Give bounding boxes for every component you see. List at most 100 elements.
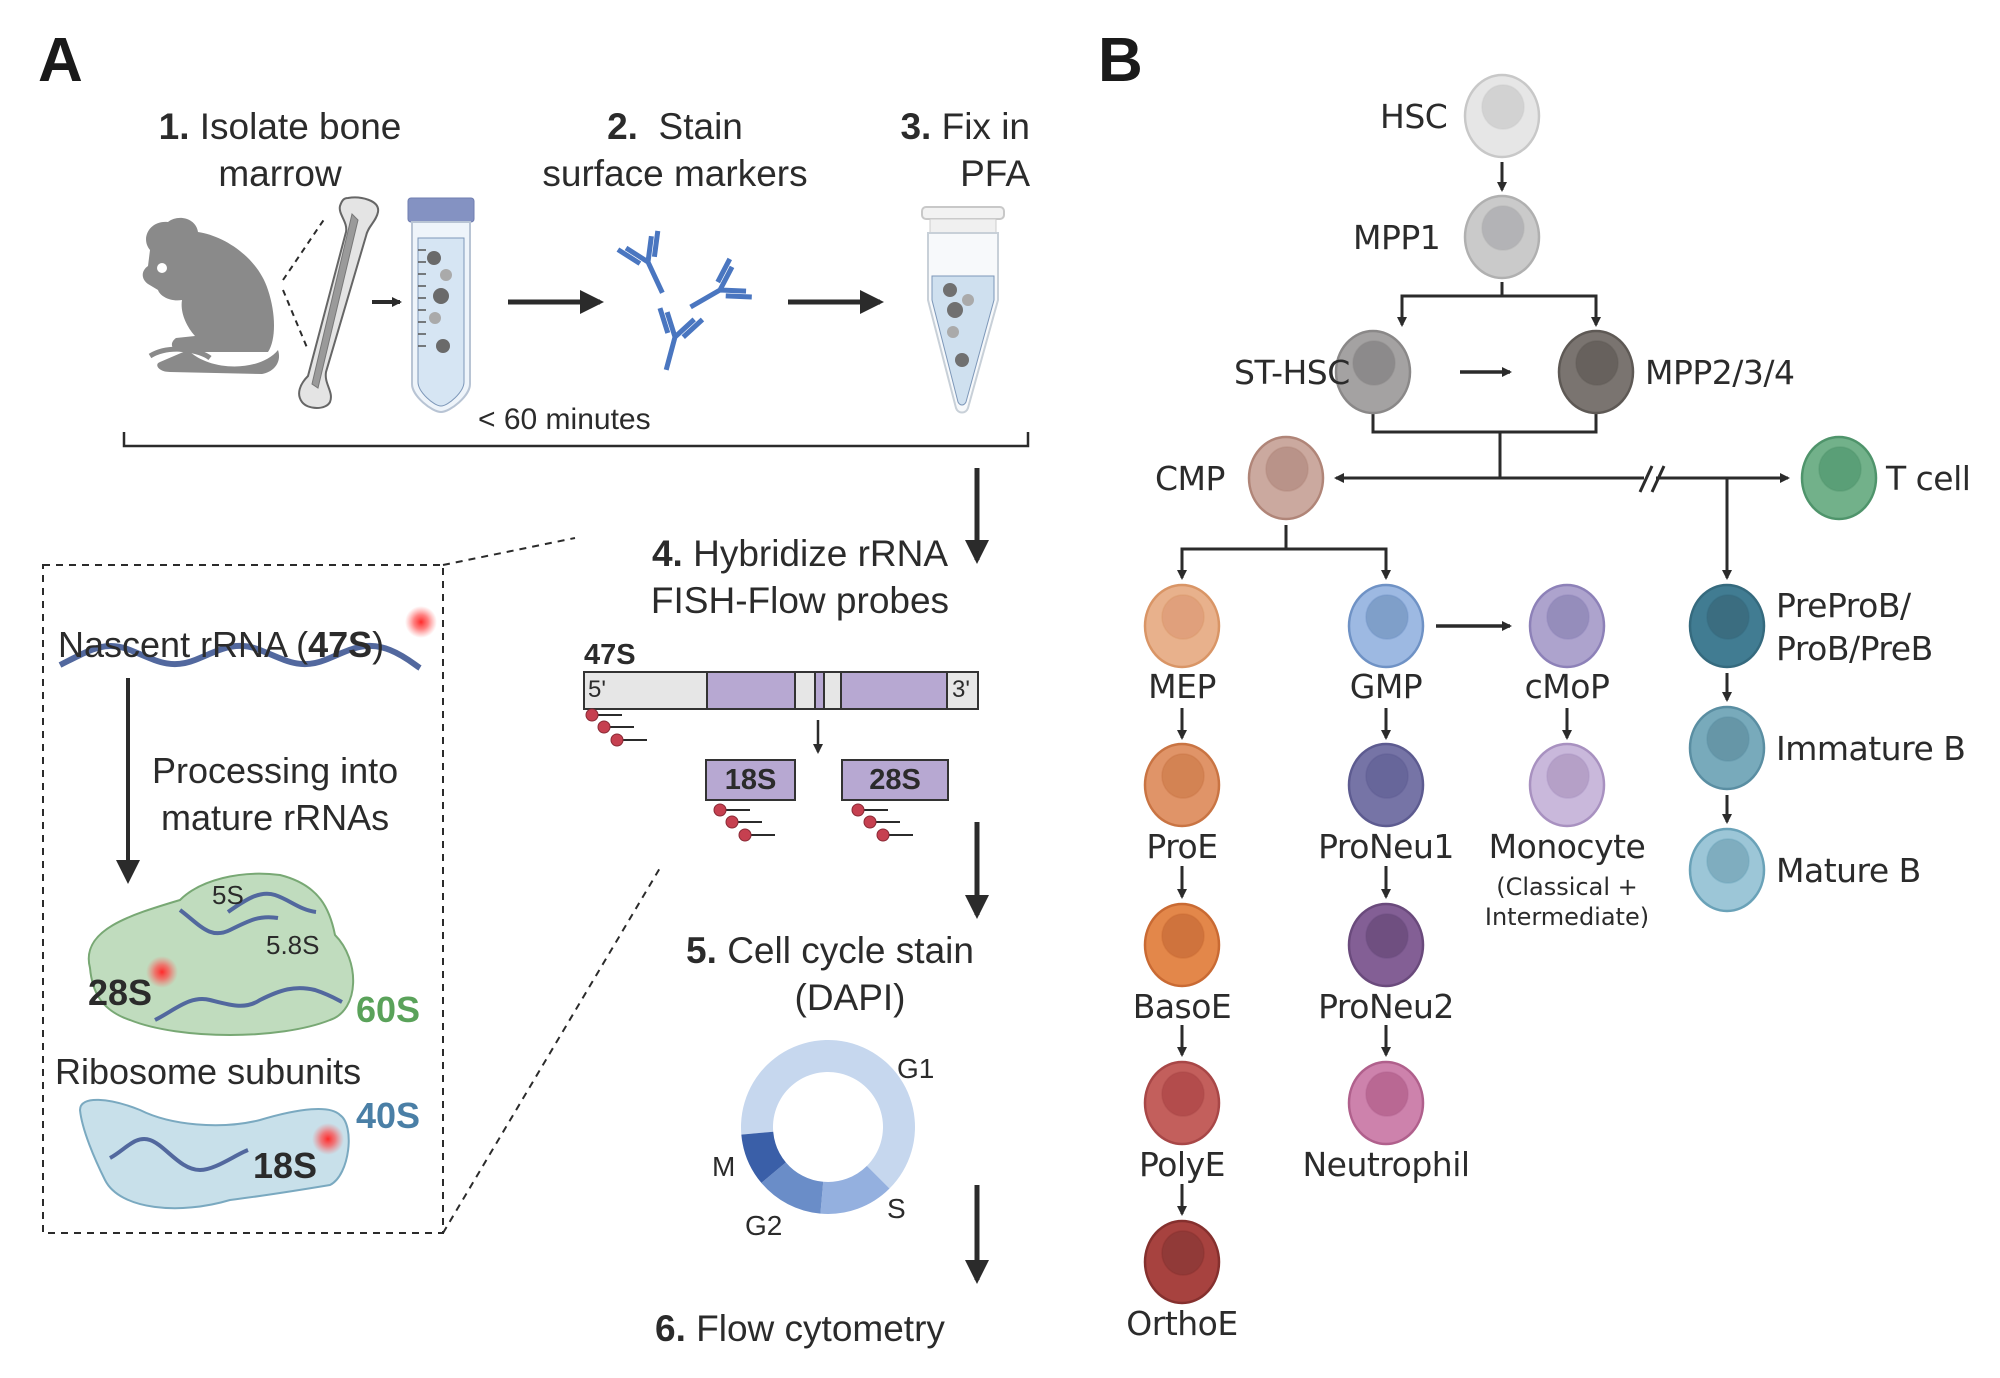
label-40s: 40S bbox=[356, 1095, 421, 1136]
cell-cycle-segment-s bbox=[820, 1165, 890, 1214]
cell-st-hsc bbox=[1334, 329, 1412, 415]
cell-nucleus bbox=[1365, 1071, 1409, 1117]
zoom-line bbox=[442, 537, 576, 566]
step-text: Cell cycle stain bbox=[727, 930, 974, 971]
cell-label-mature-b: Mature B bbox=[1776, 851, 1921, 890]
cell-t-cell bbox=[1800, 435, 1878, 521]
cell-label-orthoe: OrthoE bbox=[1126, 1304, 1238, 1343]
step-number: 6. bbox=[655, 1308, 686, 1349]
cell-monocyte bbox=[1528, 742, 1606, 828]
cell-label-mep: MEP bbox=[1148, 667, 1216, 706]
cell-label-preprob: PreProB/ ProB/PreB bbox=[1776, 585, 1933, 671]
step-number: 1. bbox=[158, 106, 190, 147]
cell-cmop bbox=[1528, 583, 1606, 669]
five-prime-label: 5' bbox=[588, 676, 606, 703]
cell-label-basoe: BasoE bbox=[1132, 987, 1232, 1026]
cell-nucleus bbox=[1481, 84, 1525, 130]
cell-label-cmp: CMP bbox=[1155, 459, 1225, 498]
cell-nucleus bbox=[1161, 913, 1205, 959]
processing-label: Processing into mature rRNAs bbox=[152, 748, 398, 842]
step-1-title: 1. Isolate bone marrow bbox=[130, 108, 430, 192]
cell-nucleus bbox=[1706, 594, 1750, 640]
cell-cycle-donut bbox=[741, 1040, 916, 1214]
cell-label-cmop: cMoP bbox=[1524, 667, 1610, 706]
cell-label-polye: PolyE bbox=[1139, 1145, 1225, 1184]
text: Processing into bbox=[152, 750, 399, 791]
conical-tube-icon bbox=[407, 197, 475, 414]
cell-label-mpp234: MPP2/3/4 bbox=[1645, 353, 1795, 392]
rrna-strand bbox=[58, 642, 422, 671]
label-60s: 60S bbox=[356, 989, 421, 1030]
panel-label-b: B bbox=[1098, 26, 1143, 95]
rrna-28s-box bbox=[841, 759, 949, 801]
cell-sublabel-monocyte: (Classical + Intermediate) bbox=[1467, 872, 1667, 932]
step-number: 4. bbox=[651, 533, 683, 574]
cell-nodes bbox=[1143, 73, 1878, 1305]
lineage-connectors bbox=[1177, 162, 1790, 1216]
cell-nucleus bbox=[1161, 1071, 1205, 1117]
cell-hsc bbox=[1463, 73, 1541, 159]
cell-cycle-segment-m bbox=[741, 1131, 786, 1183]
cell-proneu1 bbox=[1347, 742, 1425, 828]
step-6-title: 6. Flow cytometry bbox=[655, 1310, 945, 1347]
cell-nucleus bbox=[1161, 753, 1205, 799]
cell-nucleus bbox=[1575, 340, 1619, 386]
fish-probes bbox=[585, 708, 647, 747]
cell-nucleus bbox=[1546, 594, 1590, 640]
cell-neutrophil bbox=[1347, 1060, 1425, 1146]
text: (Classical + bbox=[1496, 873, 1638, 901]
cell-label-monocyte: Monocyte bbox=[1488, 827, 1646, 866]
panel-label-a: A bbox=[38, 26, 83, 95]
step-text: Hybridize rRNA bbox=[693, 533, 949, 574]
nascent-rrna-label: Nascent rRNA (47S) bbox=[58, 627, 384, 663]
step-number: 3. bbox=[900, 106, 932, 147]
step-5-title: 5. Cell cycle stain (DAPI) bbox=[640, 932, 1020, 1016]
cell-label-t-cell: T cell bbox=[1886, 459, 1971, 498]
cell-cycle-segment-g1 bbox=[741, 1040, 916, 1189]
cell-label-proneu1: ProNeu1 bbox=[1318, 827, 1454, 866]
cell-nucleus bbox=[1365, 753, 1409, 799]
text: Intermediate) bbox=[1484, 903, 1650, 931]
cell-nucleus bbox=[1352, 340, 1396, 386]
zoom-line bbox=[442, 867, 661, 1234]
cell-nucleus bbox=[1546, 753, 1590, 799]
cell-label-mpp1: MPP1 bbox=[1353, 218, 1441, 257]
inset-box bbox=[42, 564, 444, 1234]
text: mature rRNAs bbox=[161, 796, 390, 838]
cell-gmp bbox=[1347, 583, 1425, 669]
text: ProB/PreB bbox=[1776, 628, 1933, 668]
cell-mpp234 bbox=[1557, 329, 1635, 415]
text: PreProB/ bbox=[1776, 586, 1911, 625]
cell-orthoe bbox=[1143, 1219, 1221, 1305]
step-text: surface markers bbox=[542, 153, 808, 194]
bone-icon bbox=[298, 196, 380, 409]
microcentrifuge-tube-icon bbox=[921, 206, 1005, 414]
text: Nascent rRNA ( bbox=[58, 624, 309, 665]
cell-label-neutrophil: Neutrophil bbox=[1302, 1145, 1470, 1184]
step-number: 5. bbox=[686, 930, 717, 971]
label-28s: 28S bbox=[88, 972, 153, 1013]
cell-nucleus bbox=[1265, 446, 1309, 492]
cell-basoe bbox=[1143, 902, 1221, 988]
phase-label-m: M bbox=[712, 1151, 736, 1182]
cell-nucleus bbox=[1161, 594, 1205, 640]
phase-label-g1: G1 bbox=[897, 1053, 935, 1084]
step-number: 2. bbox=[607, 106, 638, 147]
label-5s: 5S bbox=[212, 880, 244, 910]
cell-proneu2 bbox=[1347, 902, 1425, 988]
cell-nucleus bbox=[1706, 716, 1750, 762]
step-text: marrow bbox=[218, 153, 342, 194]
cell-label-st-hsc: ST-HSC bbox=[1234, 353, 1350, 392]
step-text: Stain bbox=[658, 106, 743, 147]
text: ) bbox=[372, 624, 385, 665]
step-text: (DAPI) bbox=[794, 977, 906, 1018]
antibody-icon bbox=[616, 230, 752, 371]
cell-preprob bbox=[1688, 583, 1766, 669]
rrna-18s-box bbox=[705, 759, 796, 801]
product-28s-label: 28S bbox=[869, 764, 921, 796]
ribosome-40s-icon bbox=[78, 1098, 350, 1210]
cell-immature-b bbox=[1688, 705, 1766, 791]
cell-nucleus bbox=[1818, 446, 1862, 492]
step-text: FISH-Flow probes bbox=[650, 580, 950, 621]
